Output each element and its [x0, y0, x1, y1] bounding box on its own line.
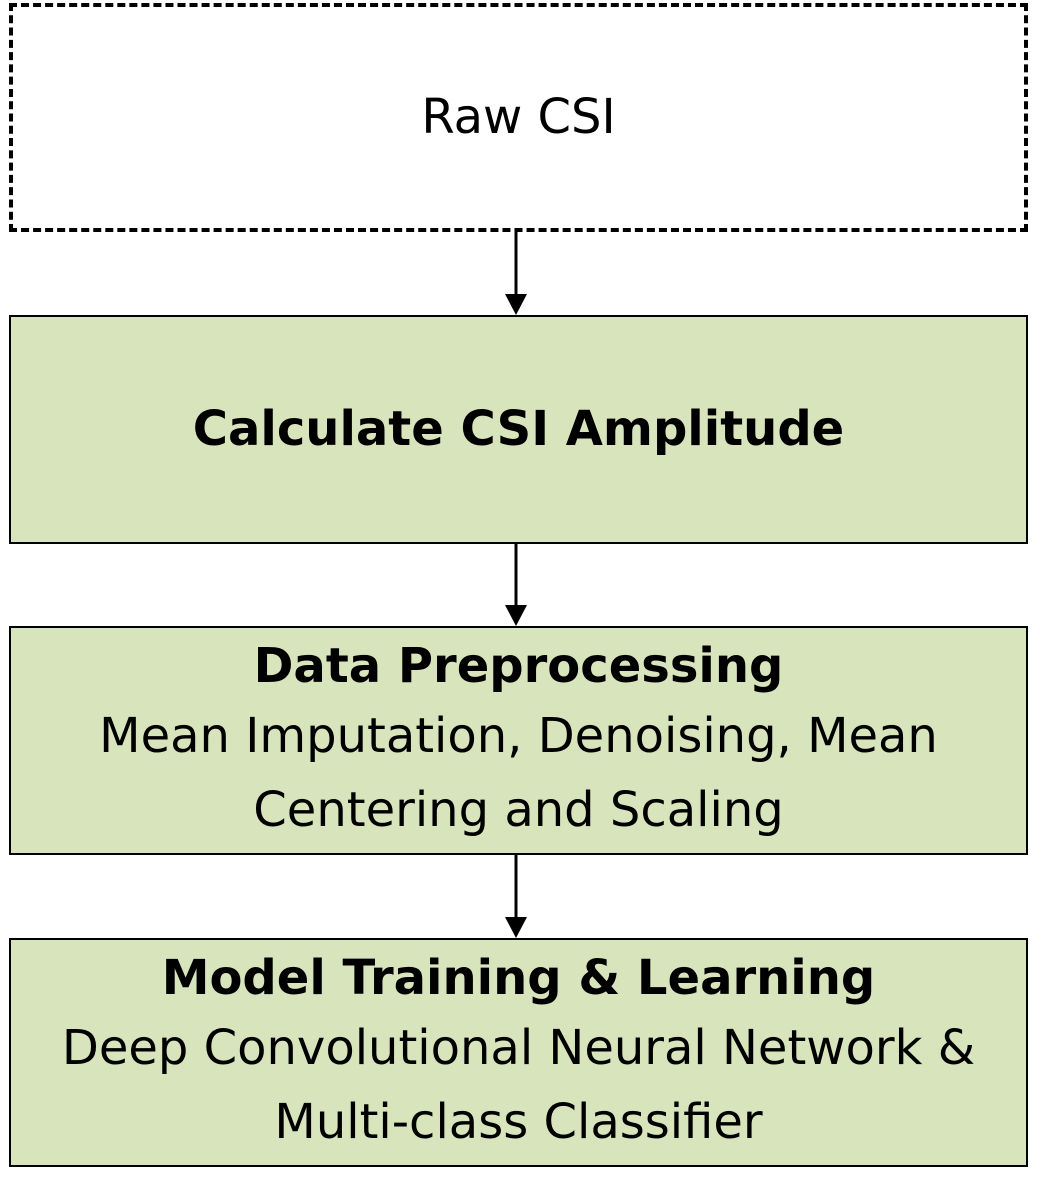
data-preprocessing-description: Mean Imputation, Denoising, Mean Centeri…: [99, 707, 938, 838]
raw-csi-box: Raw CSI: [9, 3, 1028, 232]
model-training-title: Model Training & Learning: [161, 949, 876, 1006]
model-training-box: Model Training & Learning Deep Convoluti…: [9, 938, 1028, 1167]
arrow-raw-to-amplitude: [505, 232, 527, 315]
data-preprocessing-box: Data Preprocessing Mean Imputation, Deno…: [9, 626, 1028, 855]
calculate-amplitude-box: Calculate CSI Amplitude: [9, 315, 1028, 544]
arrow-preprocessing-to-model: [505, 855, 527, 938]
model-training-description: Deep Convolutional Neural Network & Mult…: [61, 1019, 976, 1150]
calculate-amplitude-title: Calculate CSI Amplitude: [192, 401, 845, 458]
arrow-amplitude-to-preprocessing: [505, 544, 527, 626]
data-preprocessing-title: Data Preprocessing: [253, 637, 784, 694]
raw-csi-label: Raw CSI: [421, 89, 616, 146]
